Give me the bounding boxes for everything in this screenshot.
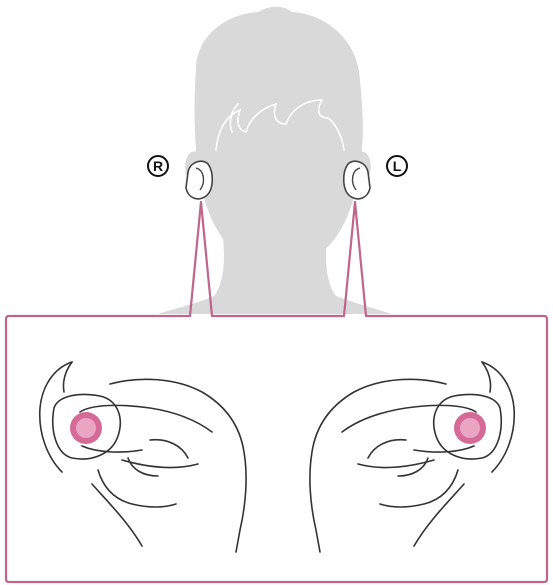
left-ear-closeup <box>310 362 514 552</box>
right-side-marker: R <box>147 155 169 177</box>
right-ear-closeup <box>40 362 246 552</box>
head-silhouette <box>158 7 392 314</box>
left-earbud <box>344 161 370 199</box>
right-earbud <box>186 161 212 199</box>
left-side-marker: L <box>386 155 408 177</box>
